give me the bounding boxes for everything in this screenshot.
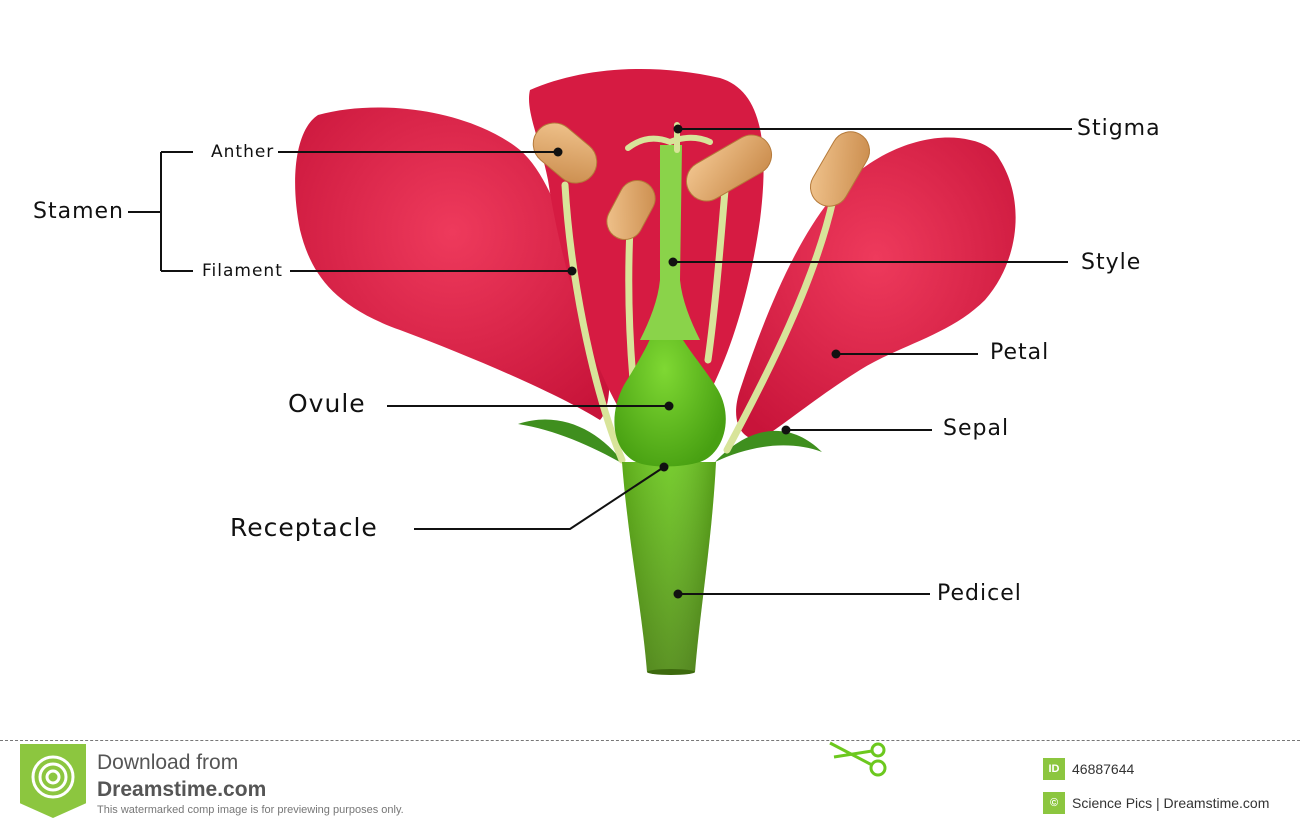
label-ovule: Ovule	[288, 389, 366, 418]
scissors-icon	[829, 741, 887, 777]
download-line1: Download from	[97, 751, 239, 774]
dot-petal	[831, 349, 841, 359]
filament-4	[723, 196, 837, 454]
ovary	[614, 290, 726, 467]
filament-3	[704, 186, 729, 364]
petal-right	[736, 137, 1016, 440]
dot-style	[668, 257, 678, 267]
label-sepal: Sepal	[943, 416, 1010, 441]
stigma	[625, 134, 713, 151]
anther-4	[810, 131, 870, 207]
dot-pedicel	[673, 589, 683, 599]
copyright-badge: ©	[1043, 792, 1065, 814]
dot-stigma	[673, 124, 683, 134]
flower-diagram	[128, 68, 1072, 675]
image-id: 46887644	[1072, 761, 1135, 777]
watermark-footer: Download from Dreamstime.com This waterm…	[0, 740, 1300, 831]
label-stigma: Stigma	[1077, 116, 1161, 141]
filament-1	[561, 181, 626, 464]
leader-receptacle	[414, 466, 665, 530]
pedicel-base	[647, 669, 695, 675]
dot-sepal	[781, 425, 791, 435]
stamen-bracket	[128, 151, 193, 272]
label-receptacle: Receptacle	[230, 513, 378, 542]
anther-1	[532, 122, 598, 184]
anther-3	[685, 134, 773, 202]
style	[640, 145, 700, 340]
id-badge: ID	[1043, 758, 1065, 780]
dot-receptacle	[659, 462, 669, 472]
filament-2	[625, 224, 637, 384]
label-anther: Anther	[211, 142, 275, 162]
dreamstime-logo	[20, 744, 86, 818]
watermark-notice: This watermarked comp image is for previ…	[97, 804, 404, 816]
dot-anther	[553, 147, 563, 157]
label-stamen: Stamen	[33, 199, 124, 224]
sepal-left	[518, 419, 625, 465]
anther-2	[606, 180, 656, 240]
label-filament: Filament	[202, 261, 283, 281]
sepal-right	[715, 430, 822, 462]
spiral-icon	[31, 755, 75, 799]
petal-left	[295, 107, 610, 420]
credit-line: Science Pics | Dreamstime.com	[1072, 795, 1270, 811]
dot-filament	[567, 266, 577, 276]
label-petal: Petal	[990, 340, 1050, 365]
download-line2: Dreamstime.com	[97, 778, 267, 801]
dot-ovule	[664, 401, 674, 411]
label-pedicel: Pedicel	[937, 581, 1022, 606]
label-style: Style	[1081, 250, 1142, 275]
